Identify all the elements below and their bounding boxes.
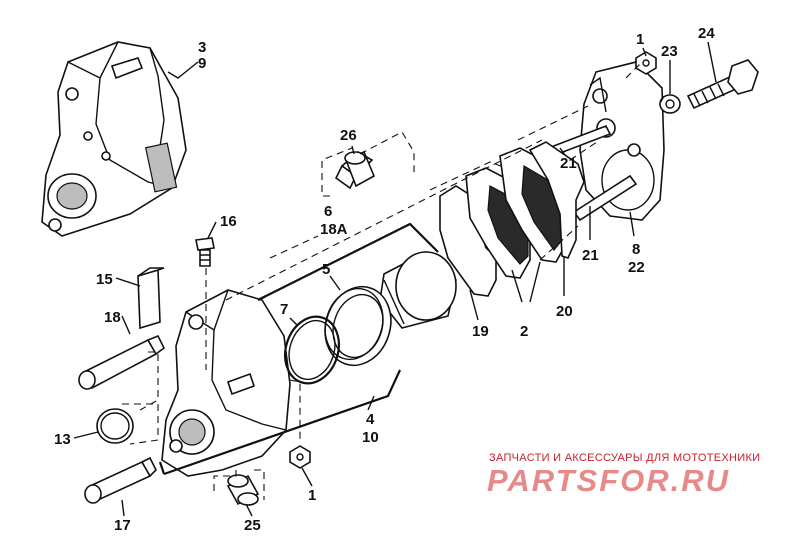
bushing-bottom [226, 474, 260, 506]
caliper-housing [161, 289, 291, 477]
piston [379, 251, 457, 329]
label-22: 22 [628, 259, 645, 276]
dust-seal [96, 408, 134, 444]
part-labels: 3 9 1 23 24 26 21 21 8 22 16 6 18A 5 7 1… [54, 25, 715, 534]
label-21-lower: 21 [582, 247, 599, 264]
label-24: 24 [698, 25, 715, 42]
label-25: 25 [244, 517, 261, 534]
bushing-top [334, 150, 376, 190]
label-8: 8 [632, 241, 640, 258]
label-7: 7 [280, 301, 288, 318]
label-19: 19 [472, 323, 489, 340]
label-16: 16 [220, 213, 237, 230]
label-3: 3 [198, 39, 206, 56]
label-13: 13 [54, 431, 71, 448]
label-2: 2 [520, 323, 528, 340]
assembly-lines [122, 63, 665, 500]
label-6: 6 [324, 203, 332, 220]
label-18a: 18A [320, 221, 348, 238]
washer [659, 94, 681, 114]
caliper-assembly [41, 41, 187, 237]
kit-brackets [158, 222, 439, 476]
label-1-top: 1 [636, 31, 644, 48]
label-21-upper: 21 [560, 155, 577, 172]
label-10: 10 [362, 429, 379, 446]
slide-pin-lower [84, 456, 157, 504]
leader-lines [73, 41, 717, 517]
pad-plate [528, 141, 585, 259]
o-ring [284, 315, 340, 385]
piston-seal [324, 285, 392, 367]
label-5: 5 [322, 261, 330, 278]
bolt [686, 59, 759, 110]
label-15: 15 [96, 271, 113, 288]
label-17: 17 [114, 517, 131, 534]
nut-bottom [289, 445, 311, 469]
label-9: 9 [198, 55, 206, 72]
pad-block [137, 267, 165, 330]
slide-pin-upper [78, 334, 166, 390]
label-20: 20 [556, 303, 573, 320]
label-26: 26 [340, 127, 357, 144]
label-18: 18 [104, 309, 121, 326]
watermark-caption: ЗАПЧАСТИ И АКСЕССУАРЫ ДЛЯ МОТОТЕХНИКИ [489, 452, 761, 464]
mounting-bracket [579, 61, 665, 221]
label-23: 23 [661, 43, 678, 60]
watermark-logo: PARTSFOR.RU [487, 463, 731, 498]
bleeder-valve [195, 237, 215, 267]
label-1-bottom: 1 [308, 487, 316, 504]
label-4: 4 [366, 411, 375, 428]
